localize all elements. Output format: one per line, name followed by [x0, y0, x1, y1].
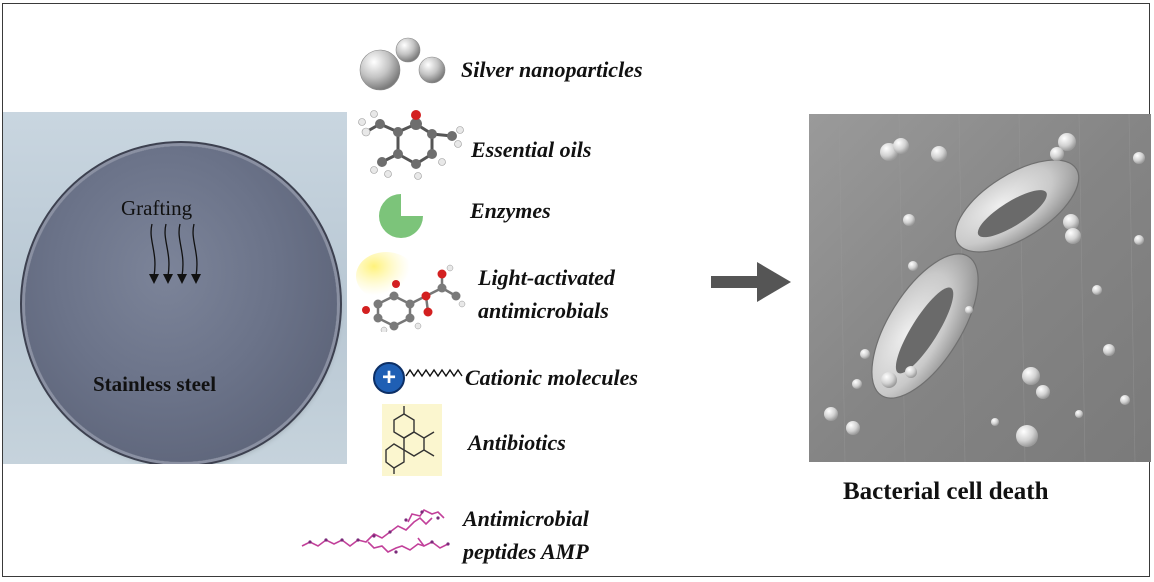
grafting-label: Grafting [121, 196, 193, 220]
silver-nanoparticles-icon [359, 37, 446, 91]
agent-label-enzymes: Enzymes [470, 198, 551, 223]
agent-label-light-activated-line1: Light-activated [478, 265, 615, 290]
bacterial-cell-death-label: Bacterial cell death [843, 478, 1049, 505]
agent-label-silver-nanoparticles: Silver nanoparticles [461, 57, 643, 82]
agent-label-antibiotics: Antibiotics [468, 430, 566, 455]
antibiotic-structure-icon [382, 404, 442, 476]
grafting-arrows-icon [149, 223, 201, 284]
agent-label-cationic-molecules: Cationic molecules [465, 365, 638, 390]
agent-label-light-activated-line2: antimicrobials [478, 298, 609, 323]
essential-oil-molecule-icon [358, 110, 464, 180]
enzyme-icon [379, 194, 423, 238]
agent-label-essential-oils: Essential oils [471, 137, 592, 162]
cationic-molecule-icon [373, 362, 463, 394]
agent-label-amp-line2: peptides AMP [463, 539, 589, 564]
cation-plus-sign: + [381, 364, 396, 391]
light-activated-molecule-icon [356, 252, 466, 332]
stainless-steel-photo [3, 112, 347, 464]
process-arrow-icon [711, 262, 791, 302]
stainless-steel-label: Stainless steel [93, 372, 217, 396]
sem-bacteria-image [809, 114, 1151, 462]
steel-disc [25, 146, 337, 462]
peptide-chain-icon [301, 508, 450, 554]
agent-label-amp-line1: Antimicrobial [463, 506, 589, 531]
